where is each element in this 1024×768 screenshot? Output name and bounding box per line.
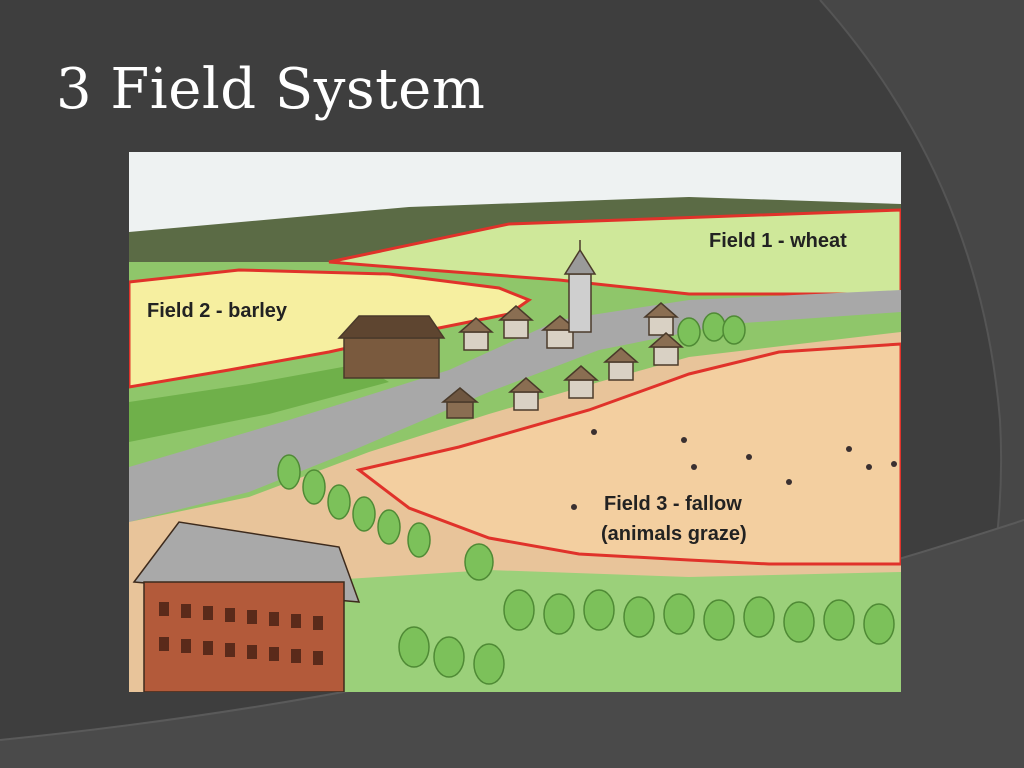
village-cottages bbox=[337, 240, 684, 419]
grazing-animals bbox=[571, 429, 897, 510]
field-1-wheat bbox=[328, 208, 901, 296]
slide-title: 3 Field System bbox=[56, 57, 486, 122]
field-3-fallow bbox=[355, 342, 901, 566]
label-field-1: Field 1 - wheat bbox=[709, 230, 847, 252]
hedge bbox=[129, 364, 389, 442]
three-field-illustration: Field 1 - wheat Field 2 - barley Field 3… bbox=[129, 152, 901, 692]
label-field-2: Field 2 - barley bbox=[147, 300, 288, 322]
manor-house bbox=[132, 521, 361, 692]
road bbox=[129, 290, 901, 522]
label-field-3-line1: Field 3 - fallow bbox=[604, 493, 742, 515]
label-field-3-line2: (animals graze) bbox=[601, 523, 747, 545]
tree-row bbox=[277, 312, 895, 685]
